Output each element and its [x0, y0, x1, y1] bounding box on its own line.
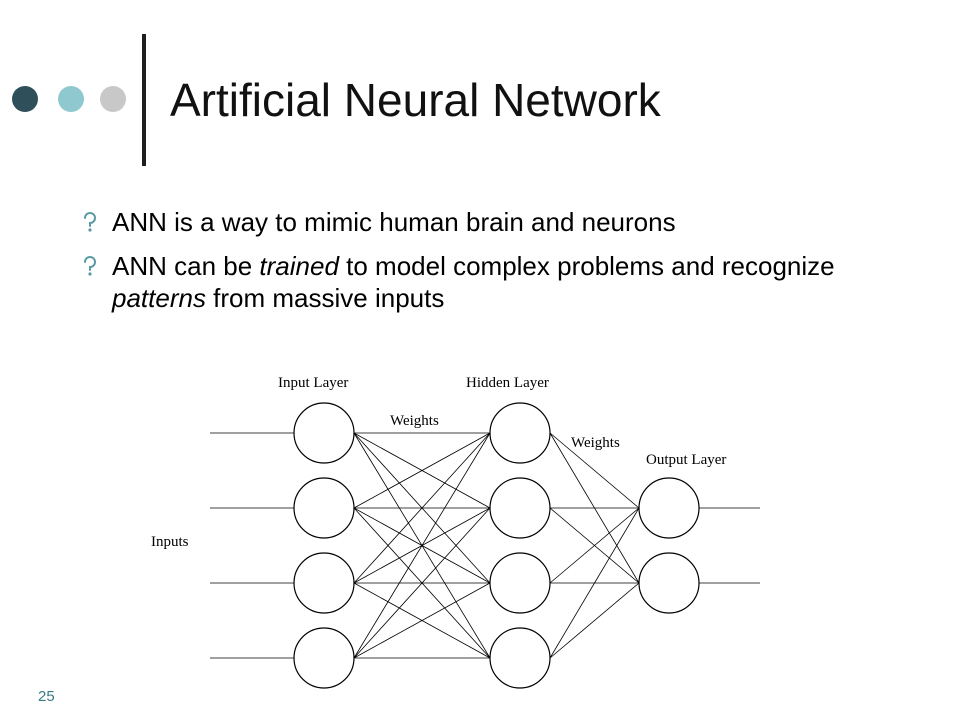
- bullet-text: ANN is a way to mimic human brain and ne…: [112, 207, 676, 237]
- title-divider: [142, 34, 146, 166]
- bullet-item: ANN can be trained to model complex prob…: [82, 250, 922, 314]
- output-neuron: [638, 552, 700, 614]
- neural-network-diagram: Input Layer Hidden Layer Output Layer We…: [151, 375, 760, 689]
- output-neuron: [638, 477, 700, 539]
- weight-connection: [353, 432, 491, 584]
- hidden-layer-label: Hidden Layer: [466, 375, 549, 391]
- hidden-neuron: [489, 477, 551, 539]
- inputs-label: Inputs: [151, 534, 189, 550]
- bullet-text: to model complex problems and recognize: [338, 251, 835, 281]
- slide-number: 25: [38, 688, 55, 705]
- bullet-list: ANN is a way to mimic human brain and ne…: [82, 206, 922, 326]
- dot-teal: [58, 86, 84, 112]
- input-neuron: [293, 477, 355, 539]
- hidden-neuron: [489, 402, 551, 464]
- bullet-text: ANN can be: [112, 251, 260, 281]
- weight-connection: [549, 507, 640, 584]
- slide-title: Artificial Neural Network: [170, 74, 661, 126]
- input-neuron: [293, 402, 355, 464]
- bullet-marker-icon: [84, 212, 96, 232]
- hidden-neuron: [489, 552, 551, 614]
- weight-connection: [353, 432, 491, 659]
- bullet-marker-icon: [84, 256, 96, 276]
- input-layer-label: Input Layer: [278, 375, 348, 391]
- weight-connection: [353, 507, 491, 659]
- bullet-text: from massive inputs: [205, 283, 445, 313]
- output-layer-label: Output Layer: [646, 452, 726, 468]
- dot-gray: [100, 86, 126, 112]
- bullet-item: ANN is a way to mimic human brain and ne…: [82, 206, 922, 238]
- bullet-emphasis: patterns: [112, 283, 206, 313]
- weight-connection: [353, 432, 491, 509]
- weights-label-2: Weights: [571, 435, 620, 451]
- input-neuron: [293, 627, 355, 689]
- weights-label-1: Weights: [390, 413, 439, 429]
- hidden-neuron: [489, 627, 551, 689]
- input-neuron: [293, 552, 355, 614]
- weight-connection: [549, 507, 640, 659]
- decorative-dots: [12, 86, 128, 114]
- weight-connection: [549, 432, 640, 509]
- weight-connection: [549, 582, 640, 659]
- weight-connection: [353, 582, 491, 659]
- dot-dark: [12, 86, 38, 112]
- bullet-emphasis: trained: [259, 251, 339, 281]
